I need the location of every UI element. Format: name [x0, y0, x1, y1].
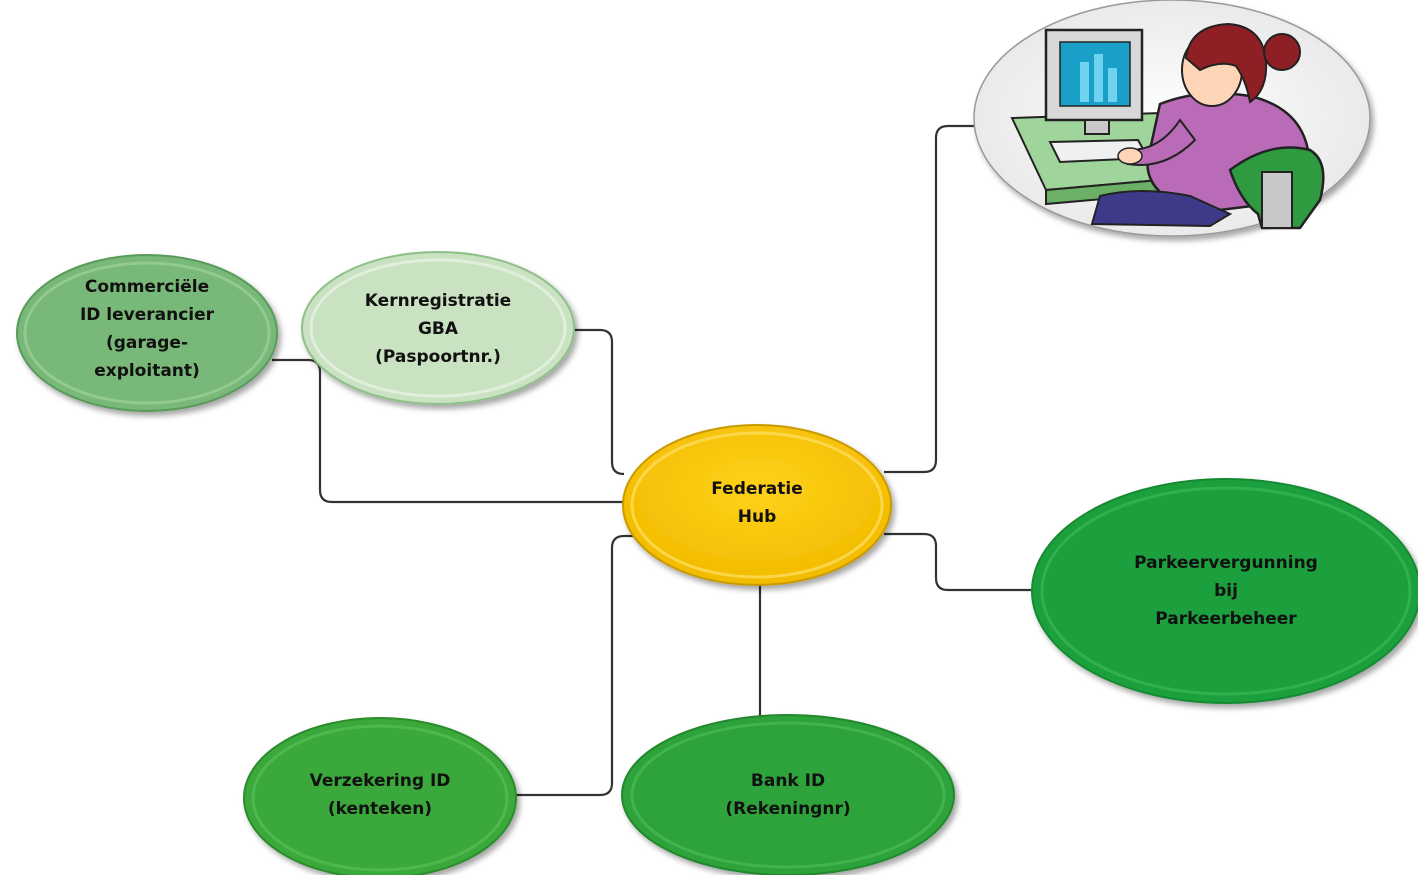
label-kernregistratie: Kernregistratie GBA (Paspoortnr.): [365, 287, 511, 371]
label-line: bij: [1214, 581, 1238, 601]
node-verzekering: [243, 717, 517, 875]
label-line: (Rekeningnr): [725, 799, 851, 819]
label-line: Bank ID: [750, 771, 826, 791]
label-line: (Paspoortnr.): [375, 347, 501, 367]
label-line: GBA: [417, 319, 459, 339]
label-bank: Bank ID (Rekeningnr): [725, 767, 850, 823]
connector-kernregistratie: [560, 328, 625, 476]
node-parkeer: [1031, 478, 1418, 704]
label-line: exploitant): [94, 361, 200, 381]
connector-user: [884, 124, 982, 474]
label-hub: Federatie Hub: [711, 475, 803, 531]
label-line: Hub: [737, 507, 777, 527]
label-verzekering: Verzekering ID (kenteken): [310, 767, 451, 823]
label-line: Parkeerbeheer: [1155, 609, 1297, 629]
user-at-computer-icon: [973, 0, 1371, 237]
node-bank: [621, 714, 955, 875]
label-line: Commerciële: [84, 277, 210, 297]
node-commerciele: [16, 254, 278, 412]
label-line: Verzekering ID: [309, 771, 451, 791]
connector-commerciele: [272, 358, 628, 504]
connectors: [272, 124, 1036, 797]
label-line: Kernregistratie: [364, 291, 512, 311]
node-hub: [622, 424, 892, 586]
label-line: Federatie: [711, 479, 803, 499]
label-line: Parkeervergunning: [1134, 553, 1318, 573]
label-line: (garage-: [105, 333, 189, 353]
label-line: (kenteken): [327, 799, 433, 819]
label-commerciele: Commerciële ID leverancier (garage- expl…: [80, 273, 214, 385]
label-parkeer: Parkeervergunning bij Parkeerbeheer: [1134, 549, 1318, 633]
connector-parkeer: [884, 532, 1036, 592]
connector-verzekering: [514, 534, 634, 797]
node-kernregistratie: [301, 251, 575, 405]
label-line: ID leverancier: [79, 305, 215, 325]
